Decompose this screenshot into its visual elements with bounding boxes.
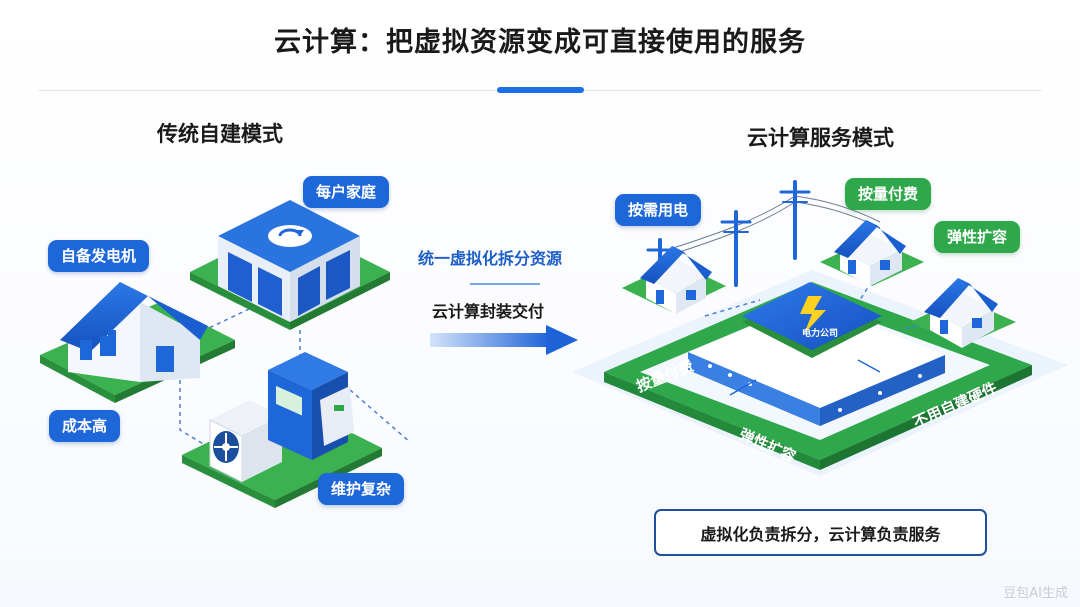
label-every-household: 每户家庭 [303,176,390,208]
household-building-icon [218,200,360,322]
house-self-generator-icon [60,282,208,382]
house-pay-per-use-icon [820,220,924,286]
house-on-demand-icon [622,246,726,314]
watermark: 豆包AI生成 [1003,586,1068,601]
label-high-cost: 成本高 [49,410,121,442]
label-self-generator: 自备发电机 [48,240,150,272]
chip-label-text: 电力公司 [802,327,838,339]
title-accent-bar [497,87,584,93]
electrical-cabinet-icon [268,352,354,460]
label-complex-maintenance: 维护复杂 [318,473,405,505]
page-title: 云计算：把虚拟资源变成可直接使用的服务 [274,27,806,58]
house-elastic-scaling-icon [910,278,1016,348]
summary-box: 虚拟化负责拆分，云计算负责服务 [654,509,987,556]
label-on-demand-power: 按需用电 [615,194,702,226]
left-section-heading: 传统自建模式 [157,122,283,146]
fan-unit-icon [209,400,282,483]
transformation-step-1: 统一虚拟化拆分资源 [418,249,563,268]
transformation-step-2: 云计算封装交付 [432,302,545,321]
label-pay-per-use: 按量付费 [845,178,932,210]
label-elastic-scaling: 弹性扩容 [934,221,1021,253]
transformation-arrow [430,283,578,355]
right-section-heading: 云计算服务模式 [747,126,894,150]
